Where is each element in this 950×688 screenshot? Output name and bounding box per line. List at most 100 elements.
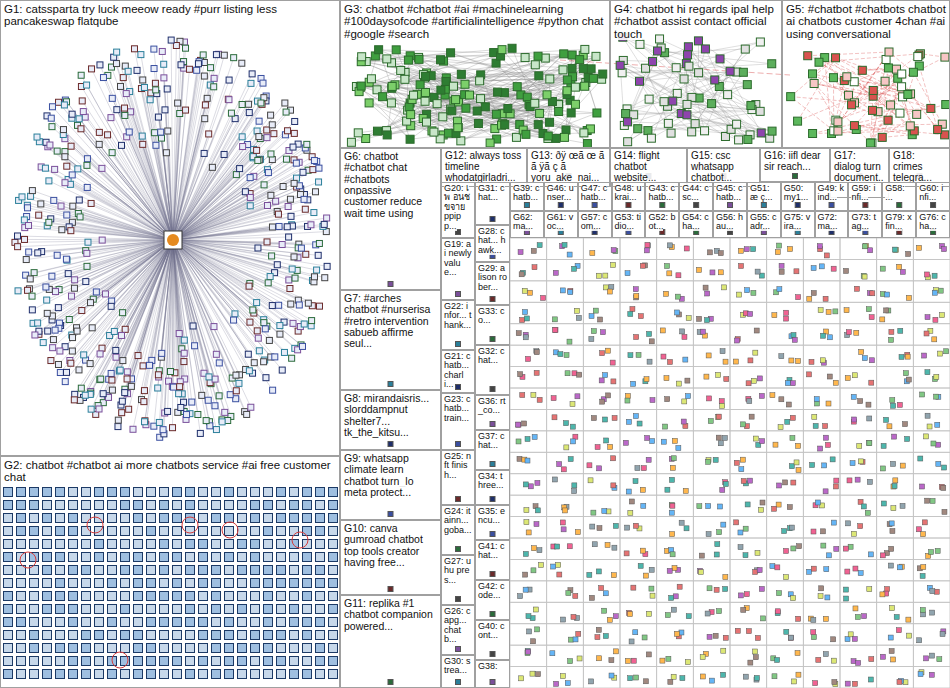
vertex-icon	[176, 331, 182, 337]
group-cell	[620, 345, 657, 366]
vertex-icon	[29, 188, 35, 194]
group-cell	[657, 281, 694, 302]
vertex-icon	[56, 553, 65, 562]
vertex-icon	[221, 151, 227, 157]
group-cell	[657, 517, 694, 538]
group-cell	[767, 431, 804, 452]
vertex-icon	[89, 66, 95, 72]
group-cell	[510, 474, 547, 495]
vertex-icon	[275, 211, 281, 217]
network-edge	[668, 42, 760, 123]
group-cell	[510, 667, 547, 688]
group-cell	[730, 281, 767, 302]
vertex-icon	[17, 657, 26, 666]
vertex-icon	[114, 49, 120, 55]
vertex-icon	[17, 488, 26, 497]
network-edge	[173, 240, 184, 340]
group-cell	[620, 452, 657, 473]
vertex-icon	[108, 670, 117, 679]
vertex-icon	[57, 370, 63, 376]
vertex-icon	[95, 592, 104, 601]
vertex-icon	[195, 61, 201, 67]
vertex-icon	[115, 417, 121, 423]
vertex-icon	[45, 328, 51, 334]
vertex-icon	[226, 97, 232, 103]
vertex-icon	[82, 553, 91, 562]
vertex-icon	[273, 198, 279, 204]
group-cell	[547, 538, 584, 559]
vertex-icon	[56, 99, 62, 105]
group-cell	[657, 409, 694, 430]
vertex-icon	[96, 406, 102, 412]
vertex-icon	[183, 107, 189, 113]
group-cell	[877, 667, 914, 688]
vertex-icon	[31, 270, 37, 276]
vertex-icon	[30, 501, 39, 510]
group-cell	[767, 495, 804, 516]
vertex-icon	[56, 540, 65, 549]
vertex-icon	[84, 250, 90, 256]
network-edge	[580, 60, 597, 113]
group-cell	[803, 559, 840, 580]
vertex-icon	[142, 419, 148, 425]
vertex-icon	[113, 347, 119, 353]
vertex-icon	[17, 631, 26, 640]
network-edge	[171, 40, 173, 240]
vertex-icon	[64, 212, 70, 218]
vertex-icon	[178, 62, 184, 68]
vertex-icon	[155, 372, 161, 378]
vertex-icon	[56, 566, 65, 575]
vertex-icon	[43, 579, 52, 588]
vertex-icon	[82, 605, 91, 614]
group-cell	[547, 388, 584, 409]
vertex-icon	[82, 540, 91, 549]
group-cell	[913, 452, 950, 473]
vertex-icon	[56, 527, 65, 536]
vertex-icon	[42, 165, 48, 171]
vertex-icon	[121, 501, 130, 510]
network-edge	[85, 240, 173, 395]
vertex-icon	[290, 320, 296, 326]
vertex-icon	[181, 350, 187, 356]
vertex-icon	[58, 203, 64, 209]
vertex-icon	[99, 165, 105, 171]
group-cell	[803, 581, 840, 602]
vertex-icon	[163, 150, 169, 156]
vertex-icon	[265, 280, 271, 286]
vertex-icon	[56, 592, 65, 601]
network-edge	[443, 77, 572, 135]
group-cell	[583, 495, 620, 516]
vertex-icon	[249, 71, 255, 77]
network-edge	[173, 113, 231, 240]
group-cell	[547, 302, 584, 323]
group-cell	[510, 388, 547, 409]
vertex-icon	[76, 367, 82, 373]
group-cell	[840, 345, 877, 366]
network-edge	[74, 240, 173, 400]
vertex-icon	[51, 197, 57, 203]
vertex-icon	[227, 392, 233, 398]
group-cell	[730, 409, 767, 430]
group-cell	[510, 324, 547, 345]
vertex-icon	[221, 52, 227, 58]
vertex-icon	[316, 165, 322, 171]
group-cell	[657, 581, 694, 602]
network-edge	[878, 108, 931, 111]
network-edge	[52, 107, 173, 240]
vertex-icon	[80, 109, 86, 115]
group-cell	[620, 324, 657, 345]
vertex-icon	[30, 592, 39, 601]
vertex-icon	[23, 257, 29, 263]
network-edge	[819, 54, 920, 62]
group-cell	[510, 452, 547, 473]
vertex-icon	[4, 579, 13, 588]
vertex-icon	[283, 156, 289, 162]
network-edge	[68, 240, 173, 274]
group-cell	[767, 324, 804, 345]
network-edge	[39, 215, 173, 240]
vertex-icon	[56, 514, 65, 523]
vertex-icon	[194, 67, 200, 73]
vertex-icon	[202, 116, 208, 122]
vertex-icon	[300, 169, 306, 175]
vertex-icon	[176, 391, 182, 397]
